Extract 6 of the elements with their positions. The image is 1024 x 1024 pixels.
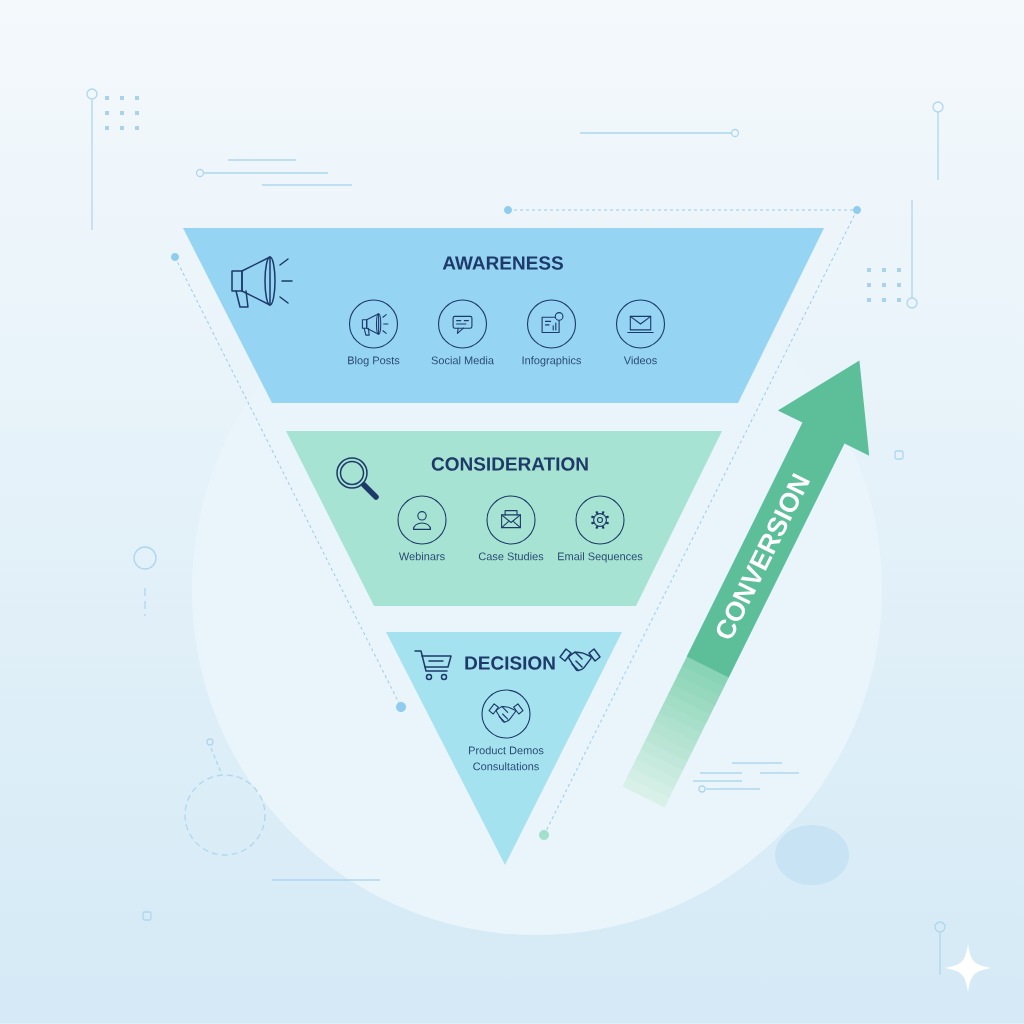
item-label: Case Studies [478,552,544,561]
item-label: Infographics [522,356,582,367]
item-label: Product Demos Consultations [469,746,544,771]
item-label: Blog Posts [348,356,400,367]
item-label: Webinars [398,552,445,561]
item-label: Social Media [431,356,494,365]
